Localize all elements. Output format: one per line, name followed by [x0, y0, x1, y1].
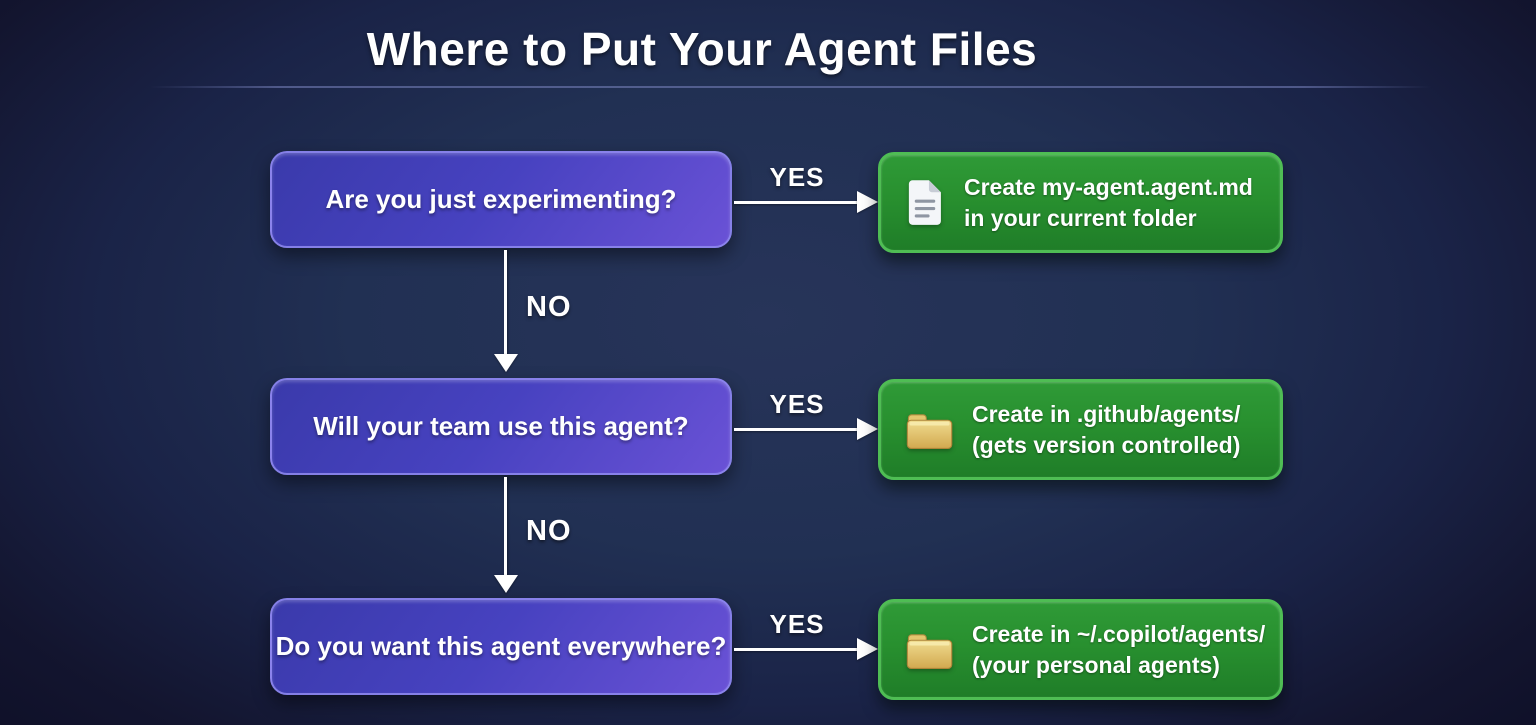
question-text: Do you want this agent everywhere?	[275, 631, 727, 661]
no-arrow-2: NO	[494, 477, 590, 593]
folder-icon	[903, 408, 955, 452]
document-icon	[903, 178, 947, 228]
yes-arrow-3: YES	[734, 609, 878, 660]
arrow-head-right-icon	[857, 418, 878, 440]
title-divider	[150, 86, 1431, 88]
arrow-head-right-icon	[857, 638, 878, 660]
result-box-current-folder: Create my-agent.agent.md in your current…	[878, 152, 1283, 253]
no-label: NO	[526, 515, 572, 548]
arrow-head-down-icon	[494, 354, 518, 372]
result-line2: in your current folder	[964, 204, 1197, 231]
yes-label: YES	[769, 609, 825, 639]
arrow-line	[504, 250, 507, 355]
result-box-copilot-agents: Create in ~/.copilot/agents/ (your perso…	[878, 599, 1283, 700]
result-line1: Create in .github/agents/	[972, 400, 1241, 427]
result-line2: (your personal agents)	[972, 651, 1220, 678]
yes-label: YES	[769, 162, 825, 192]
no-label: NO	[526, 291, 572, 324]
arrow-line	[734, 648, 857, 651]
question-text: Will your team use this agent?	[313, 411, 689, 441]
arrow-line	[504, 477, 507, 576]
page-title: Where to Put Your Agent Files	[366, 23, 1038, 75]
question-box-experimenting: Are you just experimenting?	[270, 151, 732, 248]
no-arrow-1: NO	[494, 250, 590, 372]
result-line1: Create in ~/.copilot/agents/	[972, 620, 1266, 647]
arrow-line	[734, 201, 857, 204]
yes-arrow-2: YES	[734, 389, 878, 440]
question-text: Are you just experimenting?	[325, 184, 677, 214]
result-line1: Create my-agent.agent.md	[964, 173, 1253, 200]
folder-icon	[903, 628, 955, 672]
yes-arrow-1: YES	[734, 162, 878, 213]
result-line2: (gets version controlled)	[972, 431, 1241, 458]
arrow-line	[734, 428, 857, 431]
result-box-github-agents: Create in .github/agents/ (gets version …	[878, 379, 1283, 480]
arrow-head-right-icon	[857, 191, 878, 213]
question-box-team-use: Will your team use this agent?	[270, 378, 732, 475]
question-box-agent-everywhere: Do you want this agent everywhere?	[270, 598, 732, 695]
arrow-head-down-icon	[494, 575, 518, 593]
yes-label: YES	[769, 389, 825, 419]
